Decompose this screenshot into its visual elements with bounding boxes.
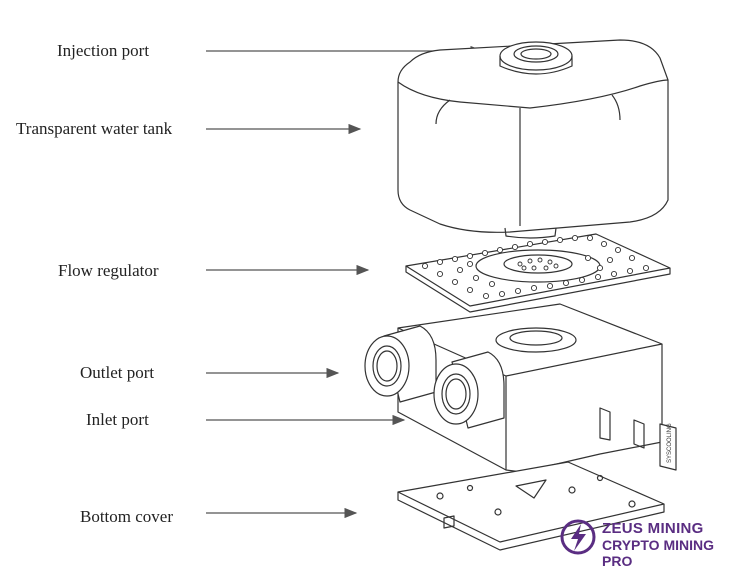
brand-name: ZEUS MINING: [602, 520, 704, 537]
label-inlet-port: Inlet port: [86, 410, 149, 429]
regulator-holes: [421, 234, 650, 300]
water-tank-drawing: [397, 39, 669, 239]
bottom-cover-drawing: [397, 461, 665, 551]
brand-watermark: ZEUS MINING CRYPTO MINING PRO: [560, 516, 745, 569]
inlet-port-drawing: [433, 351, 505, 429]
label-outlet-port: Outlet port: [80, 363, 155, 382]
brand-tagline: CRYPTO MINING PRO: [602, 537, 715, 569]
side-sticker-text: SYSCOOLING: [667, 423, 673, 463]
label-bottom-cover: Bottom cover: [80, 507, 174, 526]
label-flow-regulator: Flow regulator: [58, 261, 159, 280]
label-water-tank: Transparent water tank: [16, 119, 173, 138]
side-sticker-drawing: [659, 423, 677, 471]
outlet-port-drawing: [364, 325, 437, 403]
label-injection-port: Injection port: [57, 41, 150, 60]
lightning-logo-icon: [560, 519, 596, 555]
